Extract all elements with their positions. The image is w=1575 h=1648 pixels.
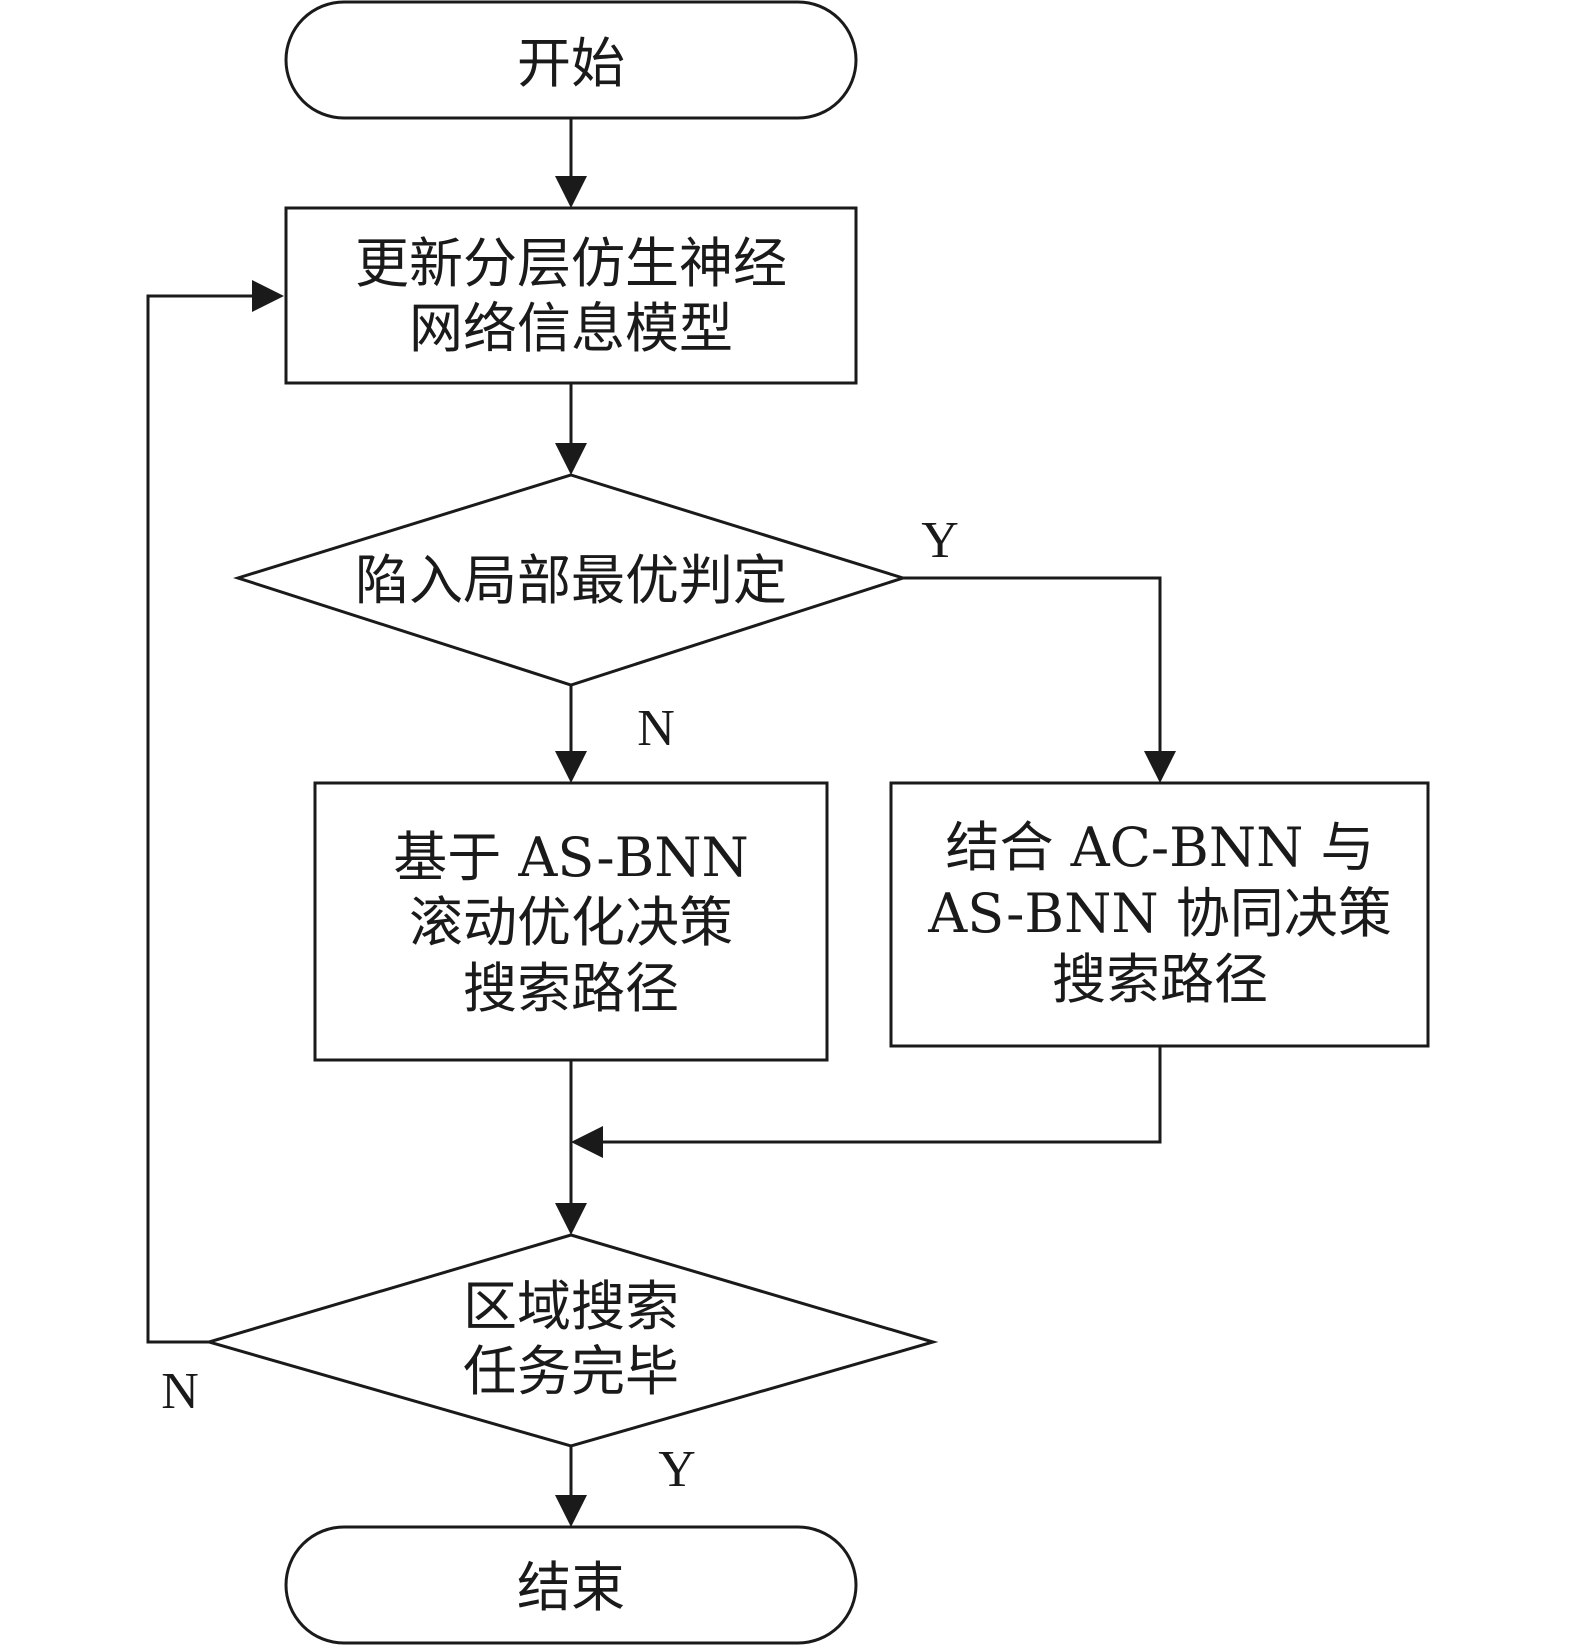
arrowhead-down <box>555 751 587 783</box>
local-optimum-label: 陷入局部最优判定 <box>355 549 787 612</box>
process-shape <box>284 206 858 385</box>
update-model-line2: 网络信息模型 <box>409 297 733 360</box>
arrowhead-down <box>1144 751 1176 783</box>
edge-combined-to-merge <box>603 1046 1162 1144</box>
combined-line1: 结合 AC-BNN 与 <box>945 816 1374 879</box>
update-model-line1: 更新分层仿生神经 <box>355 232 787 295</box>
decision-shape <box>233 473 908 687</box>
label-optimum-no: N <box>637 700 675 757</box>
as-bnn-line2: 滚动优化决策 <box>409 891 733 954</box>
arrowhead-left <box>571 1126 603 1158</box>
as-bnn-line1: 基于 AS-BNN <box>393 826 749 889</box>
as-bnn-line3: 搜索路径 <box>463 957 679 1020</box>
node-task-complete-check: 区域搜索 任务完毕 <box>203 1233 939 1448</box>
arrowhead-down <box>555 1495 587 1527</box>
node-update-model: 更新分层仿生神经 网络信息模型 <box>284 206 858 385</box>
arrowhead-right <box>252 280 284 312</box>
node-end: 结束 <box>284 1525 858 1645</box>
process-shape <box>313 781 829 1062</box>
arrowhead-down <box>555 176 587 208</box>
label-complete-no: N <box>161 1363 199 1420</box>
label-optimum-yes: Y <box>921 512 959 569</box>
node-local-optimum-check: 陷入局部最优判定 <box>233 473 908 687</box>
node-as-bnn-search: 基于 AS-BNN 滚动优化决策 搜索路径 <box>313 781 829 1062</box>
edge-check-yes <box>903 576 1162 751</box>
label-complete-yes: Y <box>658 1441 696 1498</box>
arrowhead-down <box>555 443 587 475</box>
end-label: 结束 <box>517 1556 625 1619</box>
arrowhead-down <box>555 1203 587 1235</box>
node-combined-search: 结合 AC-BNN 与 AS-BNN 协同决策 搜索路径 <box>889 781 1430 1048</box>
task-complete-line2: 任务完毕 <box>463 1340 679 1403</box>
connectors <box>146 118 1176 1527</box>
task-complete-line1: 区域搜索 <box>463 1275 679 1338</box>
node-start: 开始 <box>284 0 858 120</box>
terminal-shape <box>284 0 858 120</box>
decision-shape <box>203 1233 939 1448</box>
start-label: 开始 <box>517 32 625 95</box>
combined-line3: 搜索路径 <box>1052 948 1268 1011</box>
edge-complete-no-loop <box>146 294 252 1344</box>
process-shape <box>889 781 1430 1048</box>
terminal-shape <box>284 1525 858 1645</box>
combined-line2: AS-BNN 协同决策 <box>927 882 1392 945</box>
